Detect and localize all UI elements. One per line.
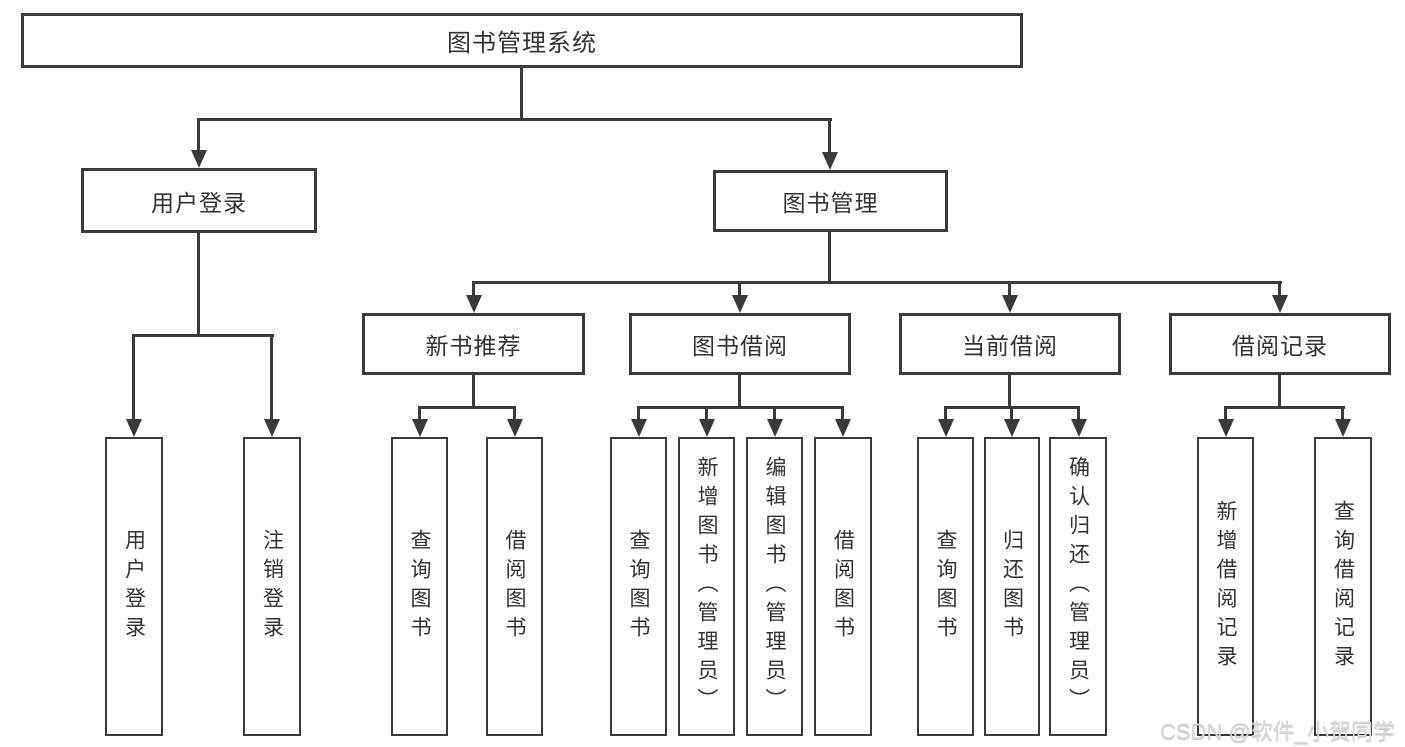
connector-arrow-book-borrow: [732, 295, 748, 313]
connector-arrow-borrow-records: [1272, 295, 1288, 313]
connector-arrow-user-login: [191, 150, 207, 168]
connector-trunk-current-borrow: [1008, 375, 1011, 408]
connector-drop-leaf: [841, 406, 844, 421]
connector-arrow-leaf: [699, 419, 715, 437]
connector-drop-leaf: [1224, 406, 1227, 421]
connector-branch-book-borrow: [637, 406, 844, 409]
node-leaf-query-books-current: 查询图书: [917, 437, 974, 736]
connector-trunk-new-book: [472, 375, 475, 408]
node-leaf-confirm-return-admin: 确认归还（管理员）: [1049, 437, 1107, 736]
node-leaf-borrow-books: 借阅图书: [814, 437, 872, 736]
node-leaf-borrow-books-recommend: 借阅图书: [486, 437, 543, 736]
connector-level3-branch: [472, 281, 1282, 284]
connector-arrow-new-book: [466, 295, 482, 313]
connector-drop-leaf: [637, 406, 640, 421]
node-leaf-logout: 注销登录: [243, 437, 301, 736]
connector-trunk-borrow-records: [1278, 375, 1281, 408]
connector-arrow-book-management: [822, 152, 838, 170]
connector-drop-leaf: [944, 406, 947, 421]
connector-drop-leaf: [1010, 406, 1013, 421]
connector-drop-book-management: [828, 118, 831, 153]
node-leaf-return-book: 归还图书: [984, 437, 1040, 736]
connector-drop-leaf: [1077, 406, 1080, 421]
node-new-book-recommend: 新书推荐: [362, 313, 585, 375]
connector-trunk-book-borrow: [738, 375, 741, 408]
connector-user-login-trunk: [197, 233, 200, 337]
connector-drop-leaf: [1341, 406, 1344, 421]
connector-root-trunk: [520, 68, 523, 121]
node-library-management-system: 图书管理系统: [21, 13, 1023, 68]
node-leaf-query-books-recommend: 查询图书: [391, 437, 448, 736]
node-leaf-query-books-borrow: 查询图书: [610, 437, 667, 736]
connector-arrow-leaf: [1071, 419, 1087, 437]
connector-drop-new-book: [472, 281, 475, 297]
connector-arrow-leaf-login: [126, 419, 142, 437]
node-leaf-add-borrow-record: 新增借阅记录: [1197, 437, 1254, 736]
connector-arrow-leaf: [1335, 419, 1351, 437]
connector-drop-leaf-login: [132, 334, 135, 421]
connector-branch-new-book: [418, 406, 516, 409]
connector-drop-leaf: [705, 406, 708, 421]
connector-user-login-branch: [132, 334, 274, 337]
watermark: CSDN @软件_小贺同学: [1160, 719, 1396, 744]
connector-drop-user-login: [197, 118, 200, 151]
connector-drop-current-borrow: [1008, 281, 1011, 297]
node-leaf-query-borrow-record: 查询借阅记录: [1314, 437, 1372, 736]
connector-arrow-current-borrow: [1002, 295, 1018, 313]
node-current-borrowing: 当前借阅: [899, 313, 1121, 375]
connector-drop-leaf-logout: [270, 334, 273, 421]
connector-drop-leaf: [513, 406, 516, 421]
connector-book-management-trunk: [828, 232, 831, 284]
node-borrowing-records: 借阅记录: [1169, 313, 1391, 375]
connector-arrow-leaf: [507, 419, 523, 437]
node-user-login: 用户登录: [81, 168, 317, 233]
node-book-management: 图书管理: [713, 170, 948, 232]
connector-arrow-leaf: [631, 419, 647, 437]
connector-drop-leaf: [418, 406, 421, 421]
connector-drop-borrow-records: [1278, 281, 1281, 297]
connector-arrow-leaf: [1218, 419, 1234, 437]
connector-drop-book-borrow: [738, 281, 741, 297]
node-book-borrowing: 图书借阅: [629, 313, 851, 375]
connector-arrow-leaf-logout: [264, 419, 280, 437]
connector-arrow-leaf: [767, 419, 783, 437]
connector-arrow-leaf: [412, 419, 428, 437]
connector-branch-borrow-records: [1224, 406, 1345, 409]
connector-arrow-leaf: [835, 419, 851, 437]
node-leaf-user-login: 用户登录: [105, 437, 163, 736]
connector-arrow-leaf: [1004, 419, 1020, 437]
node-leaf-edit-book-admin: 编辑图书（管理员）: [746, 437, 803, 736]
connector-arrow-leaf: [938, 419, 954, 437]
connector-level2-branch: [197, 118, 832, 121]
connector-drop-leaf: [773, 406, 776, 421]
node-leaf-add-book-admin: 新增图书（管理员）: [678, 437, 735, 736]
